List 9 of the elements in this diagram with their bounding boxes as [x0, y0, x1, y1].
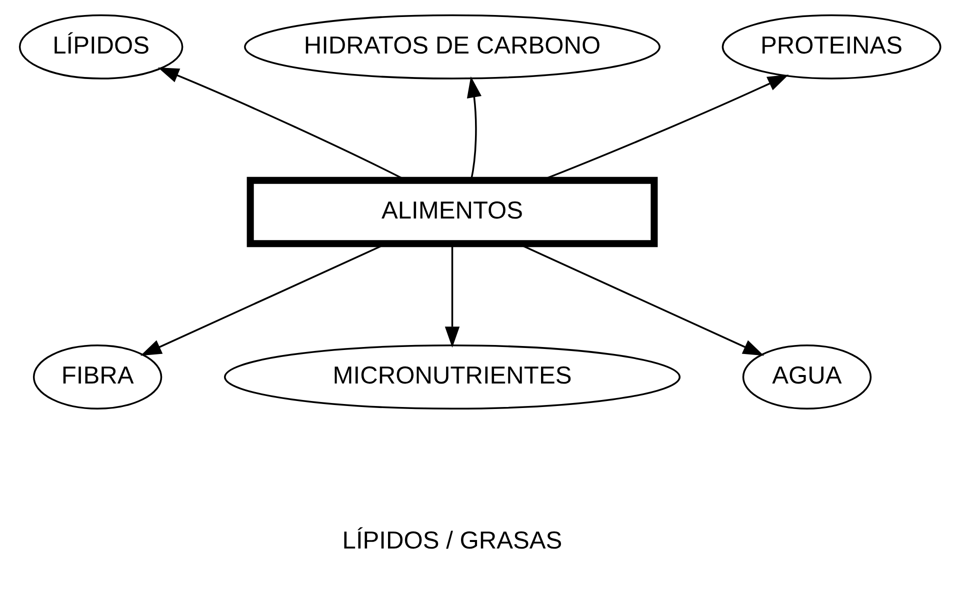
- node-box: ALIMENTOS: [246, 176, 658, 248]
- node-ellipse: FIBRA: [32, 344, 162, 410]
- node-ellipse: LÍPIDOS: [18, 14, 183, 80]
- node-ellipse: HIDRATOS DE CARBONO: [244, 14, 660, 80]
- arrow: [444, 244, 460, 348]
- node-ellipse: AGUA: [742, 344, 872, 410]
- label: LÍPIDOS / GRASAS: [342, 528, 562, 555]
- node-ellipse: PROTEINAS: [721, 14, 941, 80]
- node-ellipse: MICRONUTRIENTES: [223, 344, 680, 410]
